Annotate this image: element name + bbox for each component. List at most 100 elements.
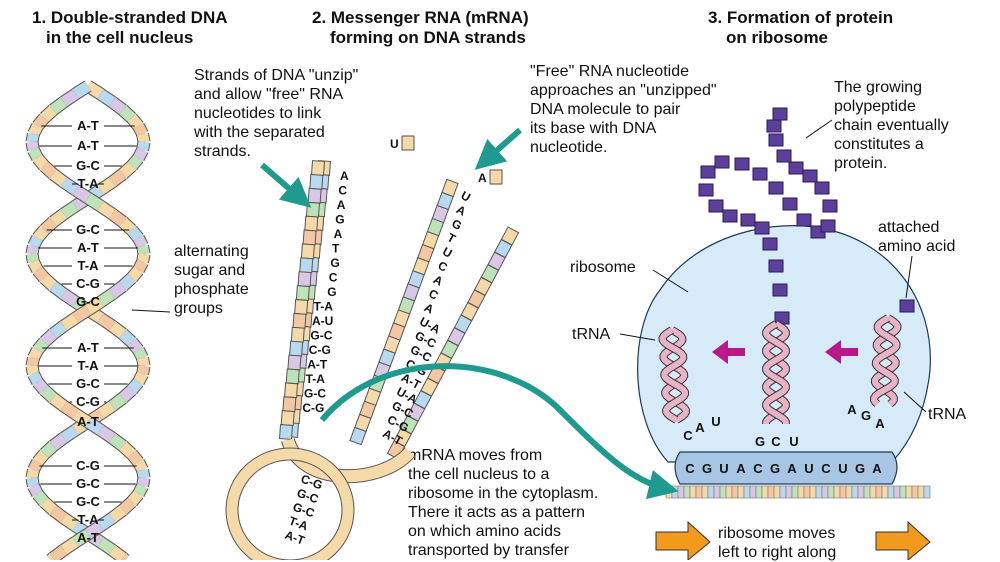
annotation-line: groups — [174, 300, 223, 317]
amino-acid — [722, 209, 738, 223]
strand-base-label: T-A — [306, 372, 326, 386]
orange-arrow-right — [875, 520, 931, 560]
sugar-phosphate-segment — [26, 477, 39, 487]
sugar-phosphate-segment — [33, 226, 49, 242]
trna-strand — [660, 327, 689, 423]
sugar-phosphate-segment — [97, 201, 116, 219]
strand-base-label: A-U — [312, 314, 333, 328]
mrna-nucleotide — [701, 485, 709, 499]
annotation-line: The growing — [834, 79, 923, 96]
strand-nucleotide — [287, 354, 302, 371]
sugar-phosphate-segment — [33, 266, 49, 282]
mrna-nucleotide — [803, 485, 811, 499]
mrna-codon-base: A — [736, 461, 746, 476]
strand-nucleotide — [349, 426, 367, 446]
base-pair-label: G-C — [76, 158, 100, 173]
sugar-phosphate-segment — [26, 357, 39, 367]
sugar-phosphate-segment — [49, 281, 68, 299]
mrna-nucleotide — [773, 485, 781, 499]
sugar-phosphate-segment — [28, 123, 43, 137]
amino-acid — [776, 149, 792, 163]
sugar-phosphate-segment — [40, 217, 57, 235]
sugar-phosphate-segment — [97, 513, 116, 531]
sugar-phosphate-segment — [60, 89, 79, 107]
sugar-phosphate-segment — [49, 505, 68, 523]
mrna-nucleotide — [665, 485, 673, 499]
mrna-nucleotide — [845, 485, 853, 499]
sugar-phosphate-segment — [49, 169, 68, 187]
anticodon-base: A — [847, 402, 857, 417]
mrna-nucleotide — [713, 485, 721, 499]
annotation-line: approaches an "unzipped" — [530, 82, 717, 99]
amino-acid — [768, 259, 784, 273]
mrna-nucleotide — [797, 485, 805, 499]
strand-base-label: T-A — [314, 300, 334, 314]
mrna-nucleotide — [875, 485, 883, 499]
sugar-phosphate-segment — [108, 433, 127, 451]
sugar-phosphate-segment — [85, 81, 104, 99]
mrna-nucleotide — [857, 485, 865, 499]
strand-nucleotide — [290, 326, 305, 343]
sugar-phosphate-segment — [40, 161, 57, 179]
sugar-phosphate-segment — [85, 297, 104, 315]
teal-arrow-unzip — [260, 162, 312, 208]
base-pair-label: T-A — [78, 358, 100, 373]
sugar-phosphate-segment — [127, 378, 143, 394]
sugar-phosphate-segment — [119, 497, 136, 515]
mrna-codon-base: G — [770, 461, 780, 476]
magenta-arrow-right — [825, 340, 858, 364]
sugar-phosphate-segment — [108, 321, 127, 339]
strand-nucleotide — [289, 340, 304, 357]
mrna-nucleotide — [707, 485, 715, 499]
sugar-phosphate-segment — [127, 154, 143, 170]
base-pair-label: A-T — [283, 528, 307, 548]
amino-acid — [772, 283, 788, 297]
sugar-phosphate-segment — [133, 259, 148, 273]
mrna-nucleotide — [839, 485, 847, 499]
mrna-nucleotide — [911, 485, 919, 499]
strand-nucleotide — [307, 187, 322, 204]
anticodon-base: C — [683, 428, 693, 443]
sugar-phosphate-segment — [28, 371, 43, 385]
dna-double-helix: A-TA-TG-CT-AG-CA-TT-AC-GG-CA-TT-AG-CC-GA… — [25, 80, 151, 560]
free-nucleotide-label: U — [390, 137, 399, 151]
mrna-nucleotide — [743, 485, 751, 499]
strand-nucleotide — [294, 299, 309, 315]
amino-acid — [768, 181, 784, 195]
free-rna-nucleotide — [401, 135, 415, 151]
mrna-nucleotide — [923, 485, 931, 499]
sugar-phosphate-segment — [40, 273, 57, 291]
base-pair-label: T-A — [78, 512, 100, 527]
strand-base-label: T — [332, 242, 340, 256]
strand-nucleotide — [302, 229, 317, 246]
mrna-nucleotide — [851, 485, 859, 499]
annotation-line: mRNA moves from — [408, 447, 543, 464]
strand-base-label: A — [334, 227, 343, 241]
sugar-phosphate-segment — [28, 459, 43, 473]
strand-nucleotide — [282, 396, 297, 413]
mrna-nucleotide — [869, 485, 877, 499]
annotation-line: its base with DNA — [530, 120, 657, 137]
sugar-phosphate-segment — [33, 154, 49, 170]
amino-acid — [700, 165, 716, 179]
base-pair-label: G-C — [76, 376, 100, 391]
unzipping-dna-strands: C-GG-CG-CT-AA-TACAGATGCGT-AA-UG-CC-GA-TT… — [225, 135, 520, 560]
polypeptide-chain — [698, 107, 915, 325]
sugar-phosphate-segment — [133, 235, 148, 249]
sugar-phosphate-segment — [133, 483, 148, 497]
mrna-nucleotide — [671, 485, 679, 499]
annotation-line: ribosome moves — [718, 525, 836, 542]
annotation-line: constitutes a — [834, 136, 924, 153]
anticodon-base: A — [875, 416, 885, 431]
sugar-phosphate-segment — [97, 289, 116, 307]
mrna-nucleotide — [791, 485, 799, 499]
base-pair-label: T-A — [287, 514, 310, 534]
anticodon-base: A — [695, 420, 705, 435]
base-pair-label: T-A — [78, 176, 100, 191]
mrna-codon-base: C — [685, 461, 695, 476]
annotation-line: nucleotide. — [530, 139, 608, 156]
mrna-nucleotide — [833, 485, 841, 499]
orange-arrow-left — [655, 520, 711, 560]
sugar-phosphate-segment — [49, 545, 68, 560]
